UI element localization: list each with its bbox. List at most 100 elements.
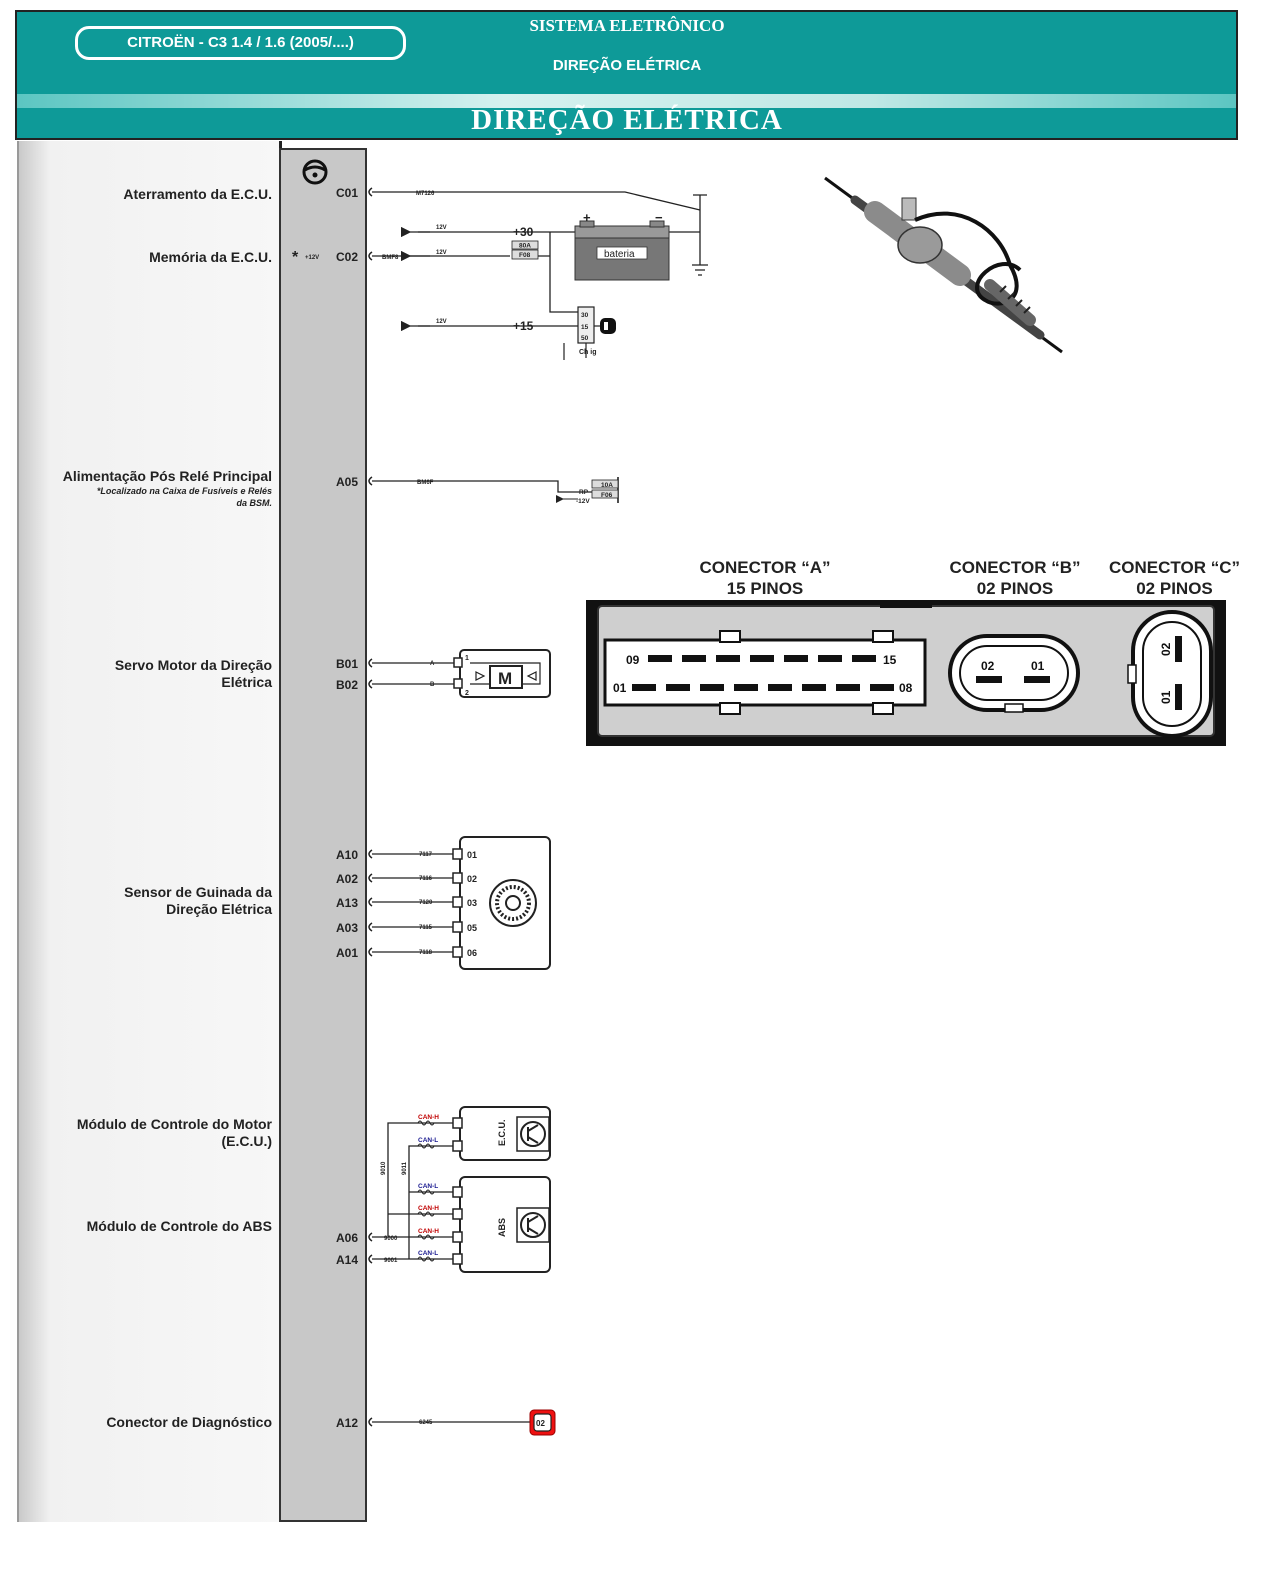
connector-c-name: CONECTOR “C” — [1109, 558, 1240, 577]
abs-module-label: ABS — [497, 1218, 507, 1237]
fuse-f08-rating: 80A — [519, 243, 531, 250]
diagnostic-connector: 02 — [529, 1409, 556, 1436]
connector-c-pins: 02 PINOS — [1136, 579, 1213, 598]
sensor-pin-02: 02 — [467, 874, 477, 884]
abs-module: ABS — [452, 1176, 551, 1273]
connector-a-pin-08: 08 — [899, 681, 913, 695]
wire-c01 — [372, 191, 701, 211]
ecu-connector-body: 09 15 01 08 02 01 02 01 — [586, 600, 1226, 746]
yaw-sensor-component: 01 02 03 05 06 — [452, 836, 551, 970]
wire-label-9000: 9000 — [384, 1236, 398, 1242]
label-servo-line2: Elétrica — [221, 674, 272, 690]
sensor-pin-01: 01 — [467, 850, 477, 860]
fuse-f06: 10A F06 — [591, 479, 619, 499]
steering-rack-illustration — [824, 176, 1063, 354]
memory-star: * — [292, 249, 299, 266]
motor-pin-2: 2 — [465, 690, 469, 697]
pin-a05: A05 — [335, 475, 358, 489]
pin-a01: A01 — [335, 946, 358, 960]
ecu-module-label: E.C.U. — [497, 1119, 507, 1146]
pin-b01: B01 — [335, 657, 358, 671]
pin-a03: A03 — [335, 921, 358, 935]
can-l-label-3: CAN-L — [418, 1250, 438, 1257]
ignition-label: Ch ig — [579, 349, 597, 356]
pin-a06: A06 — [335, 1231, 358, 1245]
wire-label-7115: 7115 — [419, 925, 433, 931]
label-engine-module: Módulo de Controle do Motor (E.C.U.) — [77, 1116, 272, 1150]
connector-a-pins: 15 PINOS — [726, 579, 804, 598]
wire-label-9001: 9001 — [384, 1258, 398, 1264]
label-abs-module: Módulo de Controle do ABS — [86, 1218, 272, 1234]
connector-b-pin-02: 02 — [981, 659, 995, 673]
label-plus30: +30 — [513, 225, 534, 239]
can-h-label-3: CAN-H — [418, 1228, 439, 1235]
connector-a-housing — [603, 638, 927, 707]
label-engine-line1: Módulo de Controle do Motor — [76, 1116, 272, 1132]
connector-a-title: CONECTOR “A” 15 PINOS — [675, 557, 855, 599]
system-subtitle: DIREÇÃO ELÉTRICA — [552, 57, 702, 74]
ign-pin-15: 15 — [581, 324, 589, 331]
connector-c-pin-01: 01 — [1159, 690, 1173, 704]
signal-label-column: Aterramento da E.C.U. Memória da E.C.U. … — [17, 141, 282, 1522]
wire-label-9010: 9010 — [381, 1161, 387, 1175]
connector-b-title: CONECTOR “B” 02 PINOS — [930, 557, 1100, 599]
wire-a05 — [372, 480, 592, 493]
fuse-f08: 80A F08 — [511, 240, 539, 260]
servo-motor-component: 1 2 M — [453, 649, 551, 698]
can-bus-9011 — [408, 1145, 455, 1259]
label-power-note: *Localizado na Caixa de Fusíveis e Relés… — [96, 486, 272, 508]
connector-c-title: CONECTOR “C” 02 PINOS — [1092, 557, 1257, 599]
label-memory: Memória da E.C.U. — [149, 249, 272, 265]
wire-label-7117: 7117 — [419, 852, 433, 858]
ecu-pin-stubs — [368, 187, 373, 1427]
connector-a-pin-15: 15 — [883, 653, 897, 667]
wire-label-bmf8: BMF8 — [382, 255, 399, 261]
steering-ecu-bar — [279, 148, 367, 1522]
label-engine-line2: (E.C.U.) — [221, 1133, 272, 1149]
battery-plus: + — [583, 210, 591, 225]
motor-m-icon: M — [498, 669, 512, 688]
label-sensor-line2: Direção Elétrica — [166, 901, 272, 917]
label-diagnostic: Conector de Diagnóstico — [106, 1414, 272, 1430]
pin-c02: C02 — [335, 250, 358, 264]
label-12v-30: 12V — [436, 225, 447, 231]
sensor-pin-05: 05 — [467, 923, 477, 933]
label-plus15: +15 — [513, 319, 534, 333]
label-ground: Aterramento da E.C.U. — [123, 186, 272, 202]
transistor-icon — [520, 1121, 546, 1147]
vehicle-model-badge: CITROËN - C3 1.4 / 1.6 (2005/....) — [75, 26, 406, 60]
battery-icon: bateria + − — [574, 210, 670, 281]
wire-label-7116: 7116 — [419, 876, 433, 882]
system-title: SISTEMA ELETRÔNICO — [529, 16, 725, 35]
can-l-label-2: CAN-L — [418, 1183, 438, 1190]
label-minus12v: -12V — [576, 498, 590, 505]
sensor-pin-03: 03 — [467, 898, 477, 908]
abs-transistor-icon — [520, 1212, 546, 1238]
wire-label-m7126: M7126 — [416, 191, 435, 197]
pin-a10: A10 — [335, 848, 358, 862]
ignition-switch: 30 15 50 Ch ig — [563, 306, 616, 360]
fuse-f08-id: F08 — [519, 252, 531, 259]
label-power: Alimentação Pós Relé Principal *Localiza… — [63, 468, 272, 509]
ign-pin-30: 30 — [581, 312, 589, 319]
memory-plus12-label: +12V — [305, 255, 319, 261]
label-12v-c02: 12V — [436, 250, 447, 256]
label-sensor: Sensor de Guinada da Direção Elétrica — [124, 884, 272, 918]
pin-a13: A13 — [335, 896, 358, 910]
can-h-label-2: CAN-H — [418, 1205, 439, 1212]
connector-b-name: CONECTOR “B” — [949, 558, 1081, 577]
pin-a02: A02 — [335, 872, 358, 886]
wire-label-bm6f: BM6F — [417, 480, 434, 486]
header-banner: CITROËN - C3 1.4 / 1.6 (2005/....) SISTE… — [15, 10, 1238, 140]
can-bus-9010 — [387, 1122, 455, 1236]
relay-rp-label: RP — [579, 489, 589, 496]
ign-pin-50: 50 — [581, 335, 589, 342]
connector-b-pin-01: 01 — [1031, 659, 1045, 673]
pin-a14: A14 — [335, 1253, 358, 1267]
battery-label: bateria — [604, 249, 635, 260]
connector-c-pin-02: 02 — [1159, 642, 1173, 656]
label-sensor-line1: Sensor de Guinada da — [124, 884, 272, 900]
connector-a-pin-09: 09 — [626, 653, 640, 667]
motor-pin-1: 1 — [465, 655, 469, 662]
